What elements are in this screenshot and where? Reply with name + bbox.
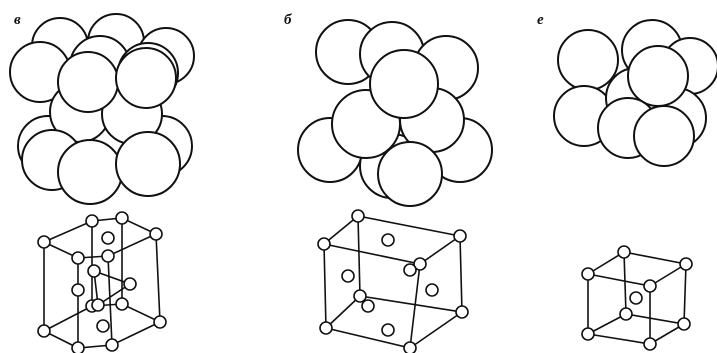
panel-label-bcc: е <box>537 12 544 28</box>
hcp-sphere-packing <box>10 14 194 204</box>
fcc-sphere-packing <box>298 20 492 206</box>
hcp-unit-cell <box>38 212 166 353</box>
panel-fcc: б <box>284 12 492 353</box>
fcc-unit-cell <box>318 210 468 353</box>
panel-bcc: е <box>537 12 717 350</box>
bcc-sphere-packing <box>554 20 717 166</box>
panel-label-hcp: в <box>14 12 21 28</box>
panel-hcp: в <box>10 12 194 353</box>
bcc-unit-cell <box>582 246 692 350</box>
panel-label-fcc: б <box>284 12 292 28</box>
